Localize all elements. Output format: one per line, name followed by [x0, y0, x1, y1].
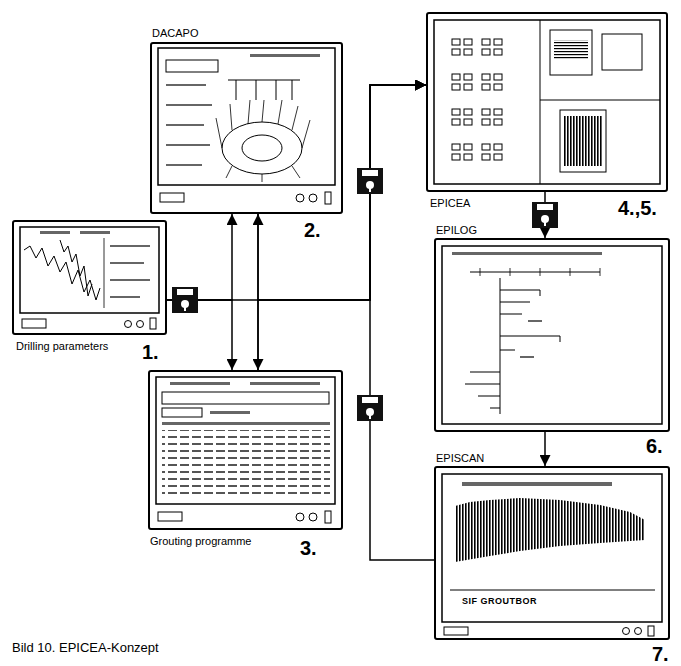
screen-label: EPICEA	[430, 197, 470, 210]
monitor-box: EPISCAN7.	[434, 466, 670, 640]
monitor-box: EPICEA4.,5.	[426, 12, 668, 192]
screen-label: EPISCAN	[436, 452, 484, 465]
dacapo-screen	[158, 48, 335, 204]
monitor-box: Grouting programme3.	[148, 370, 343, 530]
drilling-screen	[20, 227, 159, 329]
callout-number: 2.	[304, 220, 321, 240]
grouting-screen	[156, 377, 335, 523]
monitor-box: DACAPO2.	[150, 42, 343, 214]
callout-number: 6.	[646, 436, 663, 456]
data-flow-arrow	[544, 432, 546, 466]
figure-caption: Bild 10. EPICEA-Konzept	[12, 640, 159, 656]
screen-label: Drilling parameters	[16, 340, 108, 353]
callout-number: 7.	[652, 644, 669, 664]
floppy-disk	[357, 168, 383, 194]
epilog-screen	[442, 246, 662, 424]
callout-number: 4.,5.	[618, 198, 657, 218]
monitor-box: Drilling parameters1.	[12, 220, 167, 335]
data-flow-arrow	[167, 85, 426, 300]
data-flow-arrow	[370, 85, 434, 560]
episcan-screen	[442, 474, 662, 636]
floppy-disk	[172, 287, 198, 313]
callout-number: 3.	[300, 538, 317, 558]
screen-label: Grouting programme	[150, 535, 252, 548]
callout-number: 1.	[142, 342, 159, 362]
monitor-box: EPILOG6.	[434, 238, 670, 432]
screen-label: EPILOG	[436, 224, 477, 237]
screen-logo-text: SIF GROUTBOR	[462, 596, 537, 607]
screen-label: DACAPO	[152, 27, 198, 40]
floppy-disk	[532, 202, 558, 228]
epicea-computer	[434, 20, 660, 184]
floppy-disk	[357, 395, 383, 421]
